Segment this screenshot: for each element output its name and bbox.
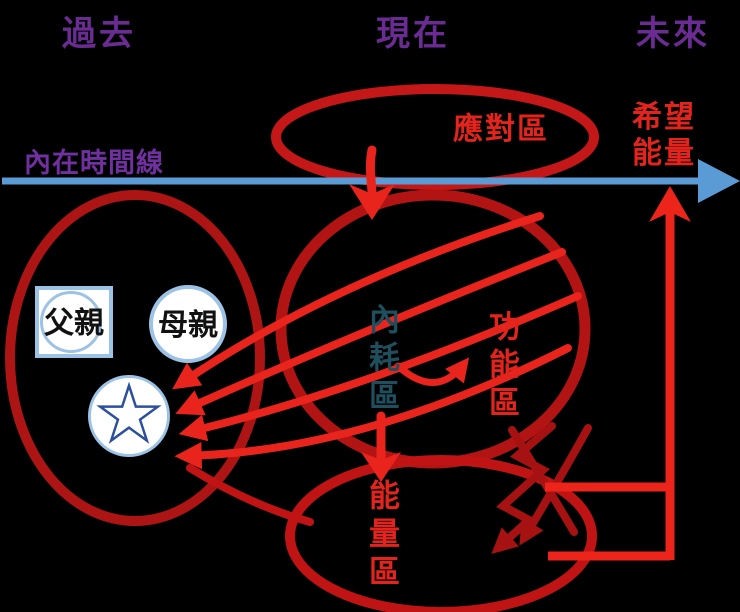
coping-zone-ellipse (271, 84, 599, 190)
inner-zone-circle (275, 189, 591, 469)
header-label-past: 過去 (62, 14, 136, 54)
father-node: 父親 (35, 286, 113, 358)
friction-to-energy-arrowhead-icon (361, 452, 401, 482)
family-of-origin-ellipse (5, 190, 265, 526)
header-label-present: 現在 (376, 14, 450, 54)
header-label-future: 未來 (636, 14, 710, 54)
inner-to-star-arrow-4 (174, 344, 572, 470)
star-icon (96, 381, 162, 444)
father-circle-outline (40, 291, 102, 353)
energy-zone-label: 能量區 (363, 479, 399, 593)
hope-energy-arrowhead-icon (649, 186, 691, 222)
friction-zone-label: 內耗區 (363, 303, 399, 417)
friction-to-function-arrow (394, 357, 470, 386)
inner-to-star-arrow-3 (178, 292, 582, 442)
energy-zone-ellipse (285, 455, 597, 612)
inner-to-star-arrow-1 (172, 212, 544, 390)
timeline-label: 內在時間線 (24, 148, 164, 179)
father-label: 父親 (44, 306, 104, 342)
hope-energy-line1: 希望 (632, 100, 696, 135)
hope-energy-label: 希望 能量 (632, 100, 696, 172)
star-to-energy-curve (186, 464, 314, 526)
coping-to-inner-arrow (365, 145, 377, 197)
mother-label: 母親 (158, 308, 218, 344)
inner-to-star-arrow-2 (175, 248, 566, 416)
timeline-arrowhead-icon (698, 159, 740, 203)
mother-node: 母親 (149, 285, 227, 363)
coping-to-inner-arrowhead-icon (349, 184, 395, 220)
coping-zone-label: 應對區 (453, 112, 549, 147)
hope-energy-line2: 能量 (632, 136, 696, 171)
function-zone-label: 功能區 (483, 310, 519, 424)
self-star-node (88, 375, 170, 457)
